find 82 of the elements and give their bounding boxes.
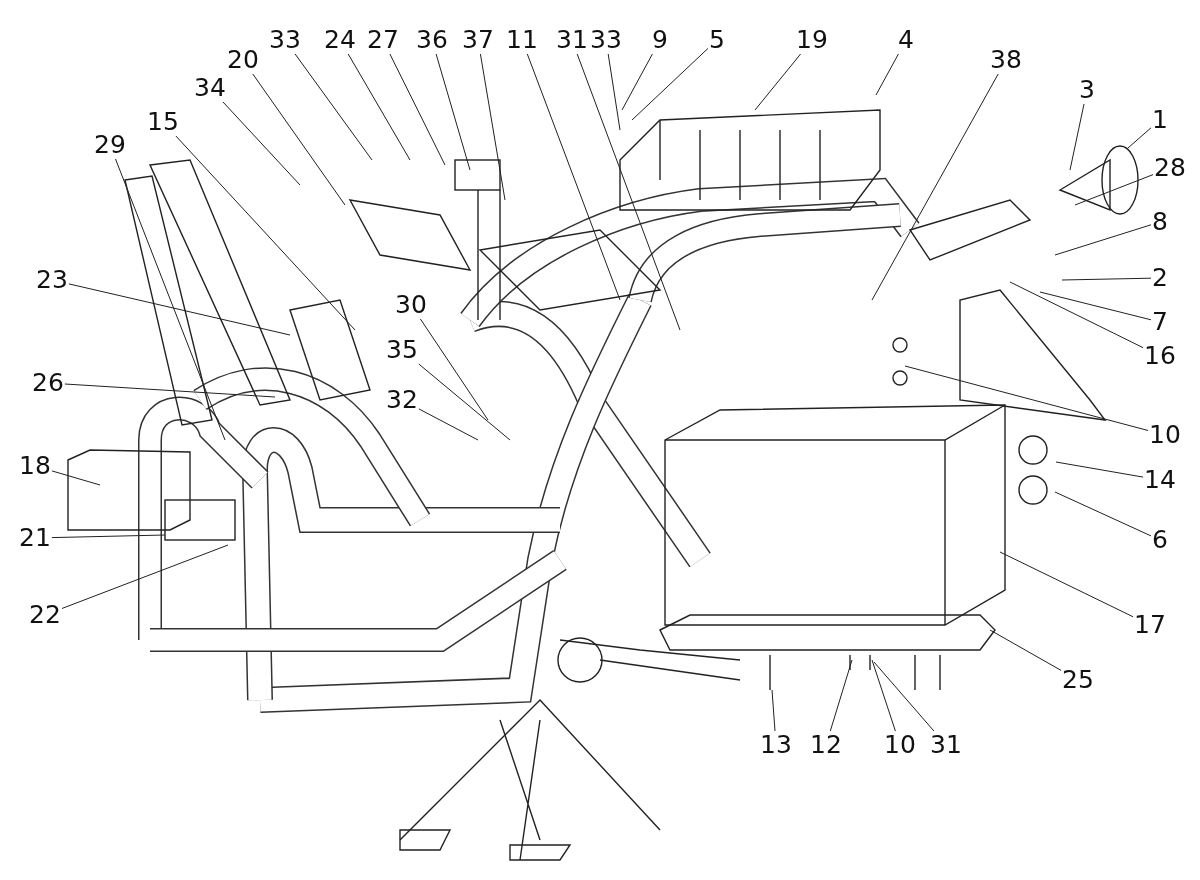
callout-number: 37 [462,27,494,53]
callout-number: 20 [227,47,259,73]
leader-line [419,318,489,421]
leader-line [576,53,681,331]
callout-number: 5 [709,27,725,53]
leader-line [1127,127,1152,149]
leader-line [64,383,276,398]
callout-number: 26 [32,370,64,396]
callout-number: 6 [1152,527,1168,553]
callout-number: 19 [796,27,828,53]
callout-number: 21 [19,525,51,551]
callout-number: 2 [1152,265,1168,291]
callout-number: 16 [1144,343,1176,369]
leader-line [904,365,1149,431]
leader-line [871,659,896,732]
callout-number: 12 [810,732,842,758]
leader-line [418,363,511,441]
leader-line [51,470,101,486]
leader-line [252,73,346,206]
leader-line [435,53,471,171]
callout-number: 30 [395,292,427,318]
leader-line [479,53,506,201]
callout-number: 13 [760,732,792,758]
callout-number: 29 [94,132,126,158]
callout-number: 3 [1079,77,1095,103]
leader-line [873,661,935,732]
leader-line [1069,103,1085,171]
leader-line [1054,224,1152,256]
callout-number: 27 [367,27,399,53]
callout-number: 11 [506,27,538,53]
callout-number: 18 [19,453,51,479]
callout-number: 31 [556,27,588,53]
leader-line [1054,491,1152,537]
leader-line [1055,461,1144,478]
callout-number: 24 [324,27,356,53]
callout-number: 35 [386,337,418,363]
leader-line [1061,277,1152,281]
leader-line [871,73,999,301]
callout-number: 14 [1144,467,1176,493]
callout-number: 9 [652,27,668,53]
callout-number: 22 [29,602,61,628]
callout-number: 33 [269,27,301,53]
leader-line [222,101,301,186]
callout-number: 15 [147,109,179,135]
callout-number: 34 [194,75,226,101]
leader-line [418,408,479,441]
callout-number: 28 [1154,155,1186,181]
leader-line [1039,291,1152,321]
leader-line [1074,174,1154,206]
callout-number: 23 [36,267,68,293]
leader-line [51,534,166,539]
callout-number: 36 [416,27,448,53]
leader-line [68,283,291,336]
leader-line [989,629,1062,671]
leader-line [115,158,226,441]
callout-number: 25 [1062,667,1094,693]
leader-line [754,53,802,111]
leader-line [294,53,373,161]
leader-line [526,53,621,301]
callout-number: 10 [1149,422,1181,448]
leader-line [621,53,653,111]
callout-number: 31 [930,732,962,758]
leader-line [175,135,356,331]
leader-line [999,551,1134,618]
callout-number: 7 [1152,309,1168,335]
callout-number: 38 [990,47,1022,73]
leader-line [607,53,621,131]
callout-number: 33 [590,27,622,53]
callout-number: 10 [884,732,916,758]
callout-number: 8 [1152,209,1168,235]
callout-number: 4 [898,27,914,53]
leader-line [631,47,709,121]
leader-line [771,689,776,732]
leader-line [1009,281,1144,349]
callout-number: 32 [386,387,418,413]
leader-line [389,53,446,166]
leader-line [829,659,853,732]
callout-number: 1 [1152,107,1168,133]
callout-number: 17 [1134,612,1166,638]
leader-line [875,53,899,96]
leader-line [61,544,229,609]
leader-line [347,53,411,161]
